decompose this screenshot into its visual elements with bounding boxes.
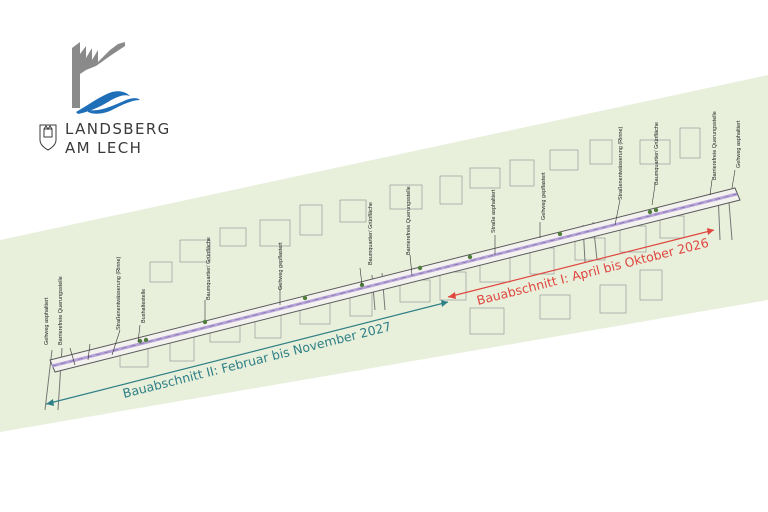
- main-road: [49, 187, 741, 373]
- annotation-east-4: Gehweg asphaltiert: [736, 120, 742, 168]
- annotation-west-1: Gehweg asphaltiert: [44, 297, 50, 345]
- annotation-mid-2: Gehweg gepflastert: [278, 242, 284, 290]
- annotation-leaders: [69, 169, 736, 366]
- annotation-east-3: Barrierefreie Querungsstelle: [712, 111, 718, 180]
- annotation-mid-6: Gehweg gepflastert: [541, 172, 547, 220]
- logo-text-line-1: LANDSBERG: [65, 120, 171, 138]
- logo-text-line-2: AM LECH: [65, 139, 143, 157]
- annotation-west-2: Barrierefreie Querungsstelle: [58, 276, 64, 345]
- annotation-mid-3: Baumquartier/ Grünfläche: [368, 202, 374, 265]
- coat-of-arms-icon: [39, 124, 57, 151]
- annotation-east-1: Straßenentwässerung (Rinne): [618, 126, 624, 200]
- annotation-east-2: Baumquartier/ Grünfläche: [654, 122, 660, 185]
- annotation-mid-5: Straße asphaltiert: [491, 189, 497, 233]
- annotation-mid-1: Baumquartier/ Grünfläche: [206, 237, 212, 300]
- annotation-west-4: Bushaltestelle: [141, 289, 147, 323]
- plan-background-band: [0, 75, 768, 432]
- landsberg-logo-mark: [72, 42, 140, 114]
- annotation-mid-4: Barrierefreie Querungsstelle: [406, 186, 412, 255]
- annotations: Gehweg asphaltiert Barrierefreie Querung…: [44, 111, 742, 345]
- annotation-west-3: Straßenentwässerung (Rinne): [116, 256, 122, 330]
